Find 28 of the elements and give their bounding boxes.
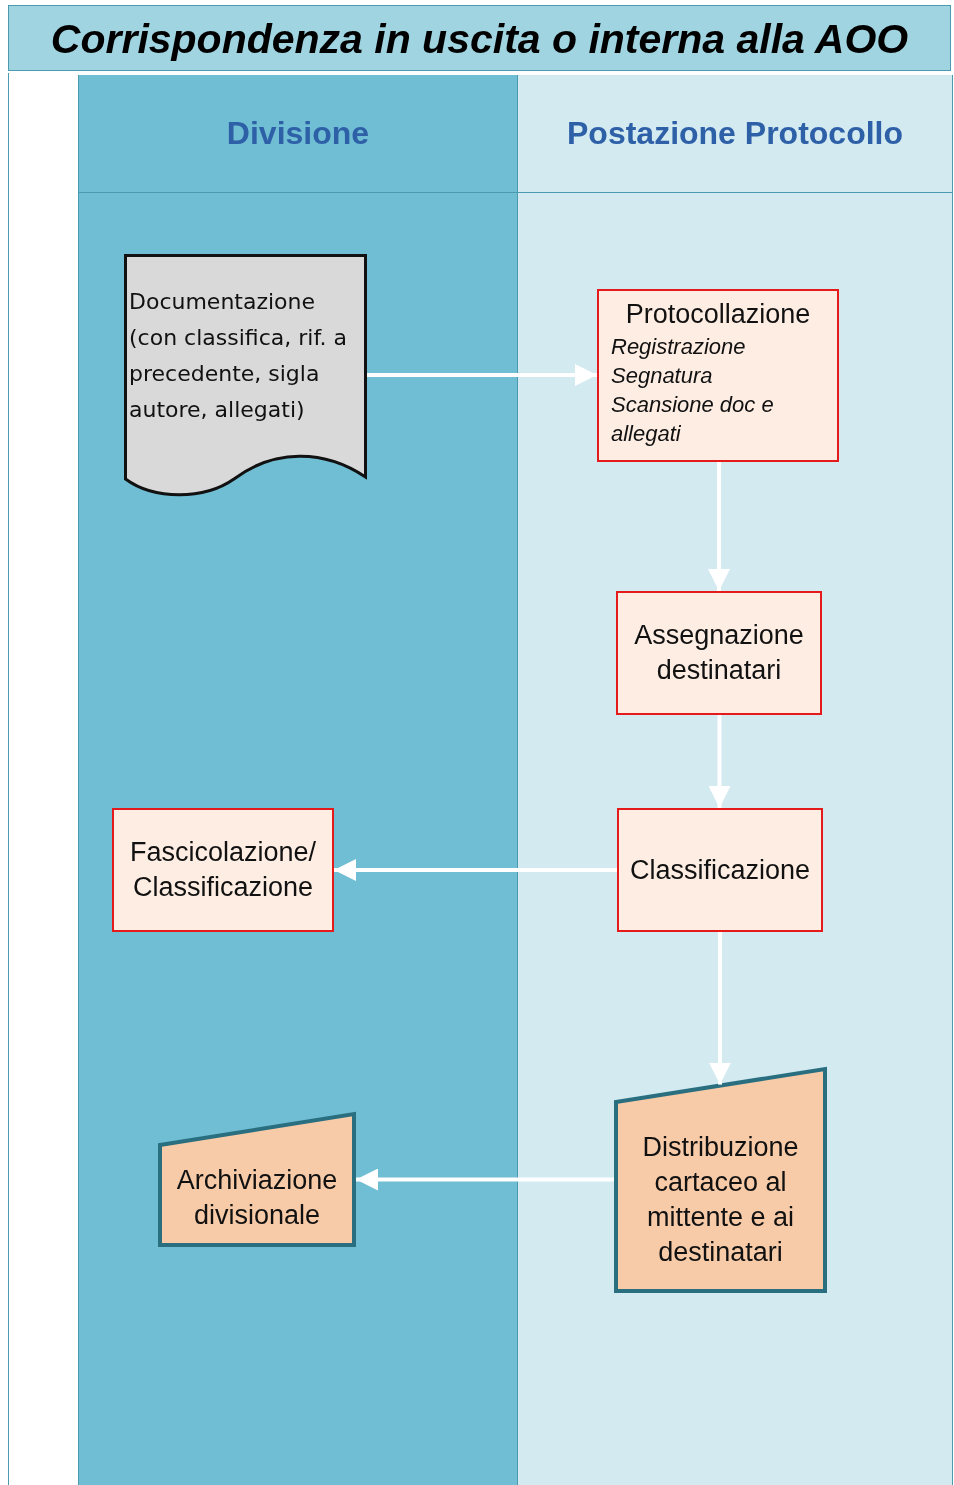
title-banner: Corrispondenza in uscita o interna alla AOO <box>8 5 951 71</box>
process-box <box>617 808 823 932</box>
node-label: Protocollazione <box>625 298 811 331</box>
swimlane <box>78 75 518 1485</box>
node-label: Assegnazione destinatari <box>633 619 805 687</box>
arrow <box>708 715 731 808</box>
node-label: Distribuzione cartaceo al mittente e ai destinatari <box>641 1130 800 1269</box>
step-detail: Segnatura <box>610 362 713 390</box>
arrow <box>367 364 597 386</box>
node-label: Archiviazione divisionale <box>175 1164 339 1232</box>
arrow <box>334 859 617 881</box>
document-shape <box>124 254 367 497</box>
step-detail: Registrazione <box>610 333 746 361</box>
process-box <box>597 289 839 462</box>
lane-heading: Divisione <box>226 115 370 152</box>
arrow <box>356 1168 614 1191</box>
node-label: Classificazione <box>629 853 811 887</box>
arrow <box>709 932 731 1085</box>
swimlane <box>517 75 953 1485</box>
process-box <box>616 591 822 715</box>
process-box <box>112 808 334 932</box>
lane-heading: Postazione Protocollo <box>567 115 903 152</box>
arrow <box>708 462 730 591</box>
step-detail: Scansione doc e allegati <box>610 391 775 448</box>
node-label: Fascicolazione/ Classificazione <box>128 836 318 904</box>
manual-input-shape <box>614 1067 827 1293</box>
node-label: Documentazione (con classifica, rif. a precedente, sigla autore, allegati) <box>129 288 348 424</box>
manual-input-shape <box>158 1112 356 1247</box>
